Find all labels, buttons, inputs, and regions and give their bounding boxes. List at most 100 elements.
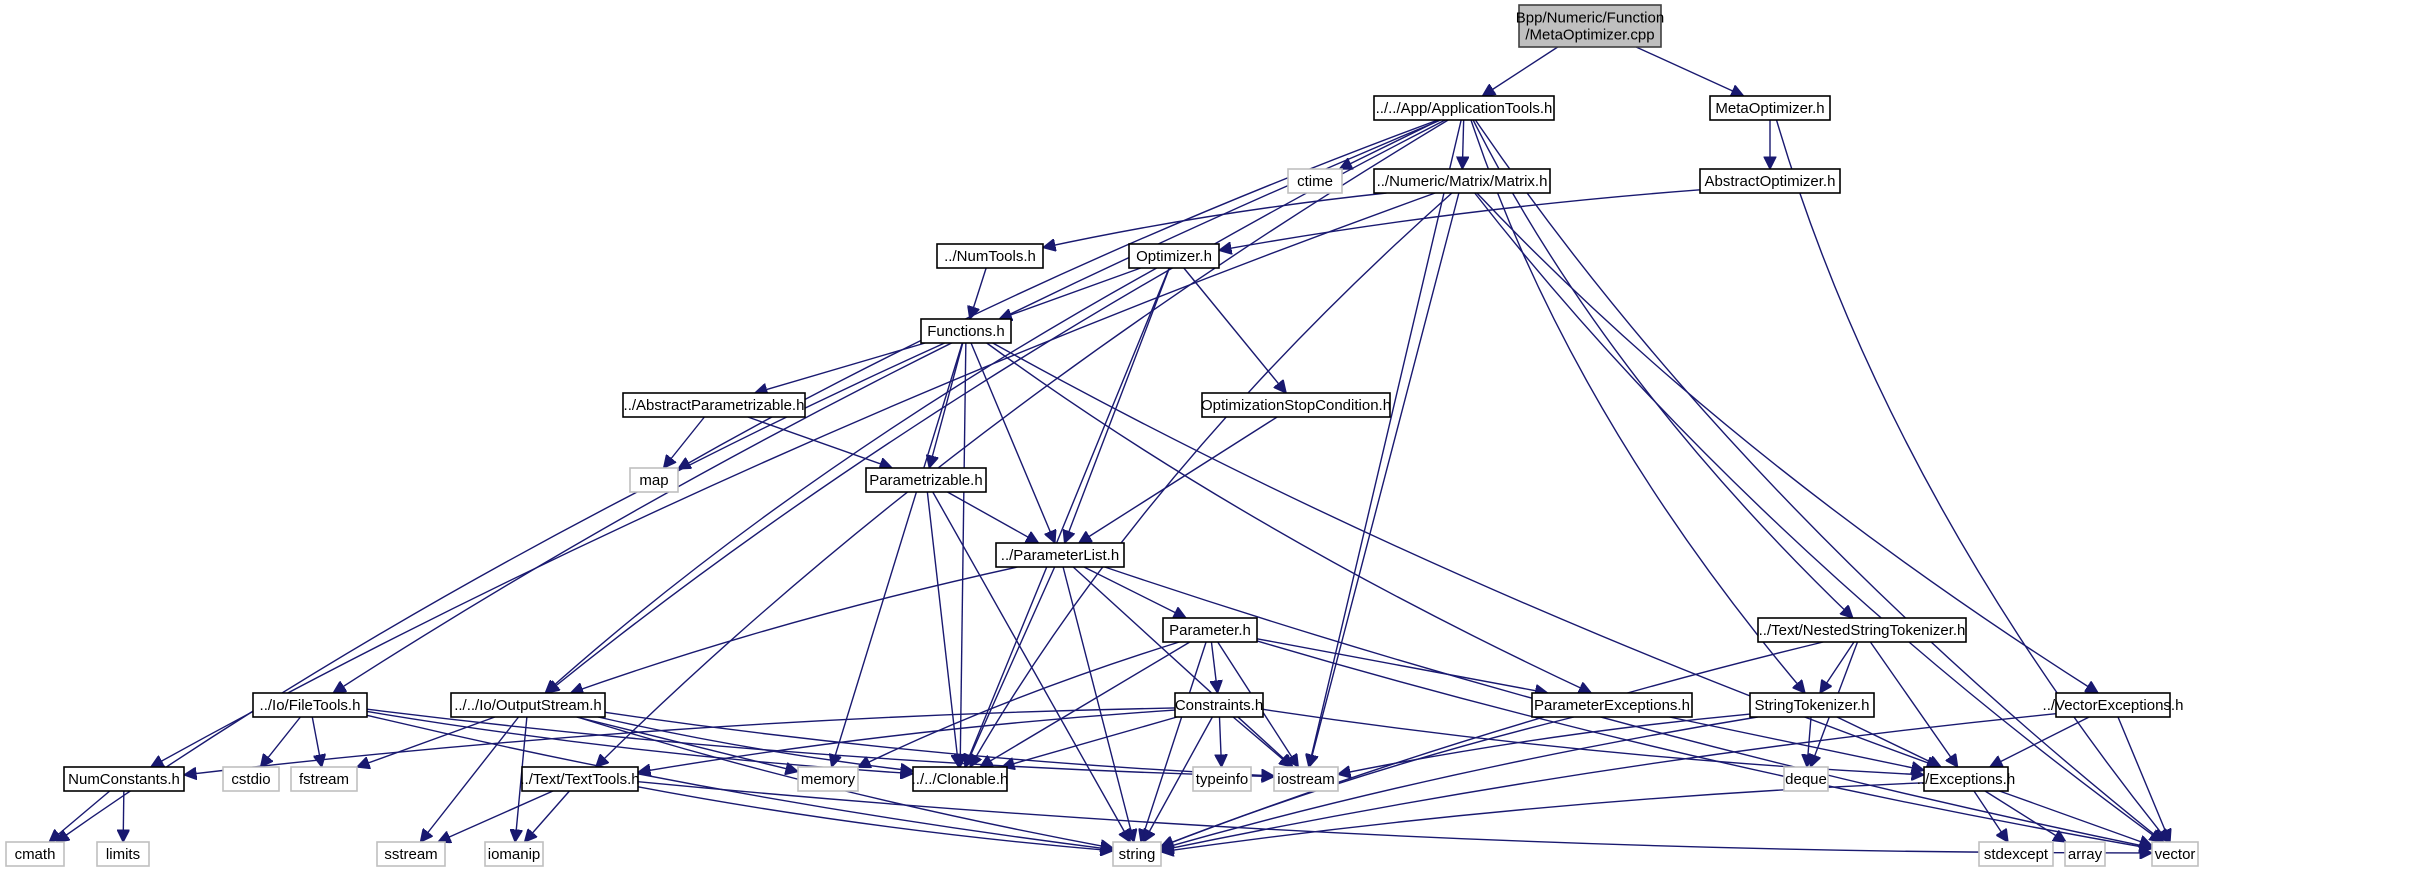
node-label-ctime: ctime [1297, 173, 1333, 190]
edge-outstream-to-sstream [420, 716, 520, 842]
edge-constraints-to-clonable [1002, 716, 1178, 767]
edge-apptools-to-outstream [547, 119, 1446, 693]
node-box-string [1112, 841, 1162, 867]
edge-matrix-to-numconst [151, 192, 1436, 767]
edge-parameter-to-paramexc [1256, 638, 1548, 693]
node-box-outstream [450, 692, 606, 718]
edge-paramlist-to-outstream [571, 566, 1018, 693]
node-label-array: array [2068, 846, 2103, 863]
edge-nestedtok-to-string [1161, 641, 1824, 847]
edge-paramlist-to-vector [1104, 566, 2152, 848]
edge-stringtok-to-exceptions [1836, 716, 1941, 767]
node-sstream: sstream [376, 841, 446, 867]
edge-constraints-to-typeinfo [1219, 716, 1221, 767]
node-iostream: iostream [1273, 766, 1339, 792]
node-label-fstream: fstream [299, 771, 349, 788]
node-texttools[interactable]: ../Text/TextTools.h [520, 766, 640, 792]
edge-exceptions-to-stdexcept [1973, 790, 2008, 842]
node-map: map [629, 467, 679, 493]
edge-constraints-to-string [1144, 716, 1214, 842]
edge-filetools-to-iostream [366, 708, 1274, 776]
node-nestedtok[interactable]: ../Text/NestedStringTokenizer.h [1757, 617, 1967, 643]
node-limits: limits [96, 841, 150, 867]
node-label-nestedtok: ../Text/NestedStringTokenizer.h [1759, 622, 1966, 639]
node-vecexc[interactable]: ../VectorExceptions.h [2043, 692, 2184, 718]
node-box-limits [96, 841, 150, 867]
edge-functions-to-memory [832, 342, 963, 767]
edge-parameter-to-memory [858, 641, 1180, 767]
node-box-iomanip [484, 841, 544, 867]
edge-filetools-to-cstdio [261, 716, 301, 767]
edge-numtools-to-functions [970, 267, 987, 319]
node-apptools[interactable]: ../../App/ApplicationTools.h [1373, 95, 1555, 121]
node-outstream[interactable]: ../../Io/OutputStream.h [450, 692, 606, 718]
node-label-matrix: ../Numeric/Matrix/Matrix.h [1377, 173, 1548, 190]
edge-matrix-to-vector [1474, 192, 2163, 842]
node-matrix[interactable]: ../Numeric/Matrix/Matrix.h [1373, 168, 1551, 194]
node-paramlist[interactable]: ../ParameterList.h [995, 542, 1125, 568]
node-ctime: ctime [1287, 168, 1343, 194]
node-label-constraints: Constraints.h [1175, 697, 1263, 714]
edge-functions-to-paramexc [986, 342, 1592, 693]
node-label-optstop: OptimizationStopCondition.h [1201, 397, 1391, 414]
node-box-parametrizable [865, 467, 987, 493]
node-constraints[interactable]: Constraints.h [1174, 692, 1264, 718]
node-stringtok[interactable]: StringTokenizer.h [1749, 692, 1875, 718]
node-box-stringtok [1749, 692, 1875, 718]
node-stdexcept: stdexcept [1978, 841, 2054, 867]
node-optimizer[interactable]: Optimizer.h [1128, 243, 1220, 269]
node-absopt[interactable]: AbstractOptimizer.h [1699, 168, 1841, 194]
node-box-sstream [376, 841, 446, 867]
node-metaopt[interactable]: MetaOptimizer.h [1709, 95, 1831, 121]
node-box-optimizer [1128, 243, 1220, 269]
node-clonable[interactable]: ../../Clonable.h [912, 766, 1009, 792]
node-box-map [629, 467, 679, 493]
node-box-cmath [5, 841, 65, 867]
node-filetools[interactable]: ../Io/FileTools.h [252, 692, 368, 718]
edge-metaopt-to-vector [1775, 119, 2169, 842]
node-functions[interactable]: Functions.h [920, 318, 1012, 344]
edge-texttools-to-string [637, 786, 1113, 851]
edge-root-to-metaopt [1635, 46, 1744, 96]
node-root[interactable]: Bpp/Numeric/Function/MetaOptimizer.cpp [1516, 4, 1664, 48]
node-label-absopt: AbstractOptimizer.h [1705, 173, 1836, 190]
node-optstop[interactable]: OptimizationStopCondition.h [1201, 392, 1391, 418]
edge-root-to-apptools [1482, 46, 1559, 96]
node-box-nestedtok [1757, 617, 1967, 643]
node-parametrizable[interactable]: Parametrizable.h [865, 467, 987, 493]
node-label-parameter: Parameter.h [1169, 622, 1251, 639]
node-label-vecexc: ../VectorExceptions.h [2043, 697, 2184, 714]
node-numtools[interactable]: ../NumTools.h [936, 243, 1044, 269]
node-label-numtools: ../NumTools.h [944, 248, 1036, 265]
node-exceptions[interactable]: ../Exceptions.h [1917, 766, 2015, 792]
node-numconst[interactable]: NumConstants.h [63, 766, 185, 792]
edge-outstream-to-iomanip [515, 716, 528, 842]
node-box-numconst [63, 766, 185, 792]
node-label-typeinfo: typeinfo [1196, 771, 1249, 788]
node-parameter[interactable]: Parameter.h [1162, 617, 1258, 643]
edge-parametrizable-to-clonable [926, 491, 958, 767]
node-label-filetools: ../Io/FileTools.h [260, 697, 361, 714]
edge-apptools-to-texttools [596, 119, 1449, 767]
edge-functions-to-paramlist [970, 342, 1055, 543]
node-box-clonable [912, 766, 1008, 792]
edge-apptools-to-matrix [1462, 119, 1463, 169]
edge-absparam-to-parametrizable [747, 416, 892, 468]
edge-matrix-to-clonable [970, 192, 1453, 767]
edge-paramlist-to-string [1062, 566, 1134, 842]
node-box-paramexc [1531, 692, 1693, 718]
node-paramexc[interactable]: ParameterExceptions.h [1531, 692, 1693, 718]
edge-parametrizable-to-string [932, 491, 1130, 842]
node-box-iostream [1273, 766, 1339, 792]
node-box-apptools [1373, 95, 1555, 121]
node-cmath: cmath [5, 841, 65, 867]
node-label-stringtok: StringTokenizer.h [1754, 697, 1869, 714]
node-absparam[interactable]: ../AbstractParametrizable.h [622, 392, 806, 418]
edge-parameter-to-string [1141, 641, 1207, 842]
edge-apptools-to-iostream [1309, 119, 1462, 767]
node-box-stdexcept [1978, 841, 2054, 867]
edge-paramlist-to-iostream [1072, 566, 1293, 767]
edge-vecexc-to-string [1161, 713, 2057, 851]
node-label-memory: memory [801, 771, 856, 788]
